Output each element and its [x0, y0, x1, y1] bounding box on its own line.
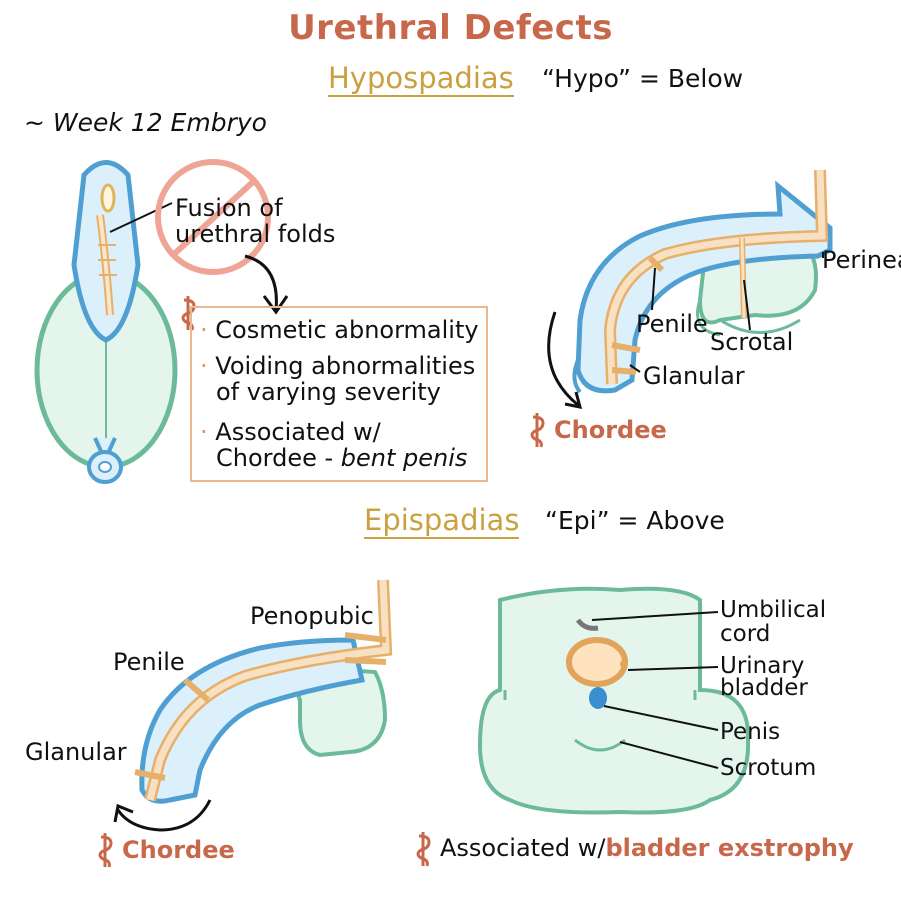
clinical-item-cosmetic: · Cosmetic abnormality	[200, 316, 479, 344]
clinical-box	[190, 306, 488, 482]
fusion-label-line1: Fusion of	[175, 194, 283, 222]
clinical-item-voiding: · Voiding abnormalities	[200, 352, 476, 380]
no-symbol-icon	[155, 159, 271, 275]
epispadias-penis-illustration	[134, 579, 393, 804]
hypo-label-penile: Penile	[636, 310, 708, 338]
hypospadias-heading: Hypospadias	[328, 61, 514, 97]
clinical-item-chordee: Chordee - bent penis	[216, 444, 468, 472]
epi-chordee-label: Chordee	[122, 836, 235, 864]
hypospadias-meaning: “Hypo” = Below	[542, 64, 744, 93]
label-penis: Penis	[720, 719, 781, 745]
epi-chordee-symbol-icon	[98, 833, 113, 868]
label-bladder-line1: Urinary	[720, 653, 805, 679]
hypo-label-perineal: Perineal	[822, 246, 901, 274]
clinical-item-voiding-cont: of varying severity	[216, 378, 441, 406]
clinical-symbol-icon	[181, 296, 196, 331]
hypo-chordee-arrow-icon	[547, 311, 583, 409]
embryo-illustration	[34, 160, 178, 484]
fusion-label-line2: urethral folds	[175, 220, 336, 248]
label-bladder-line2: bladder	[720, 675, 808, 701]
label-umbilical-line1: Umbilical	[720, 597, 827, 623]
page-title: Urethral Defects	[288, 8, 613, 48]
label-umbilical-line2: cord	[720, 621, 771, 647]
arrow-icon	[244, 254, 289, 315]
exstrophy-association: Associated w/bladder exstrophy	[440, 834, 854, 862]
hypo-label-scrotal: Scrotal	[710, 328, 794, 356]
exstrophy-symbol-icon	[416, 832, 431, 867]
epi-chordee-arrow-icon	[113, 799, 212, 832]
bladder-exstrophy-text: bladder exstrophy	[605, 834, 854, 862]
epi-label-glanular: Glanular	[25, 738, 127, 766]
hypo-chordee-label: Chordee	[554, 416, 667, 444]
hypospadias-penis-illustration	[572, 169, 833, 394]
bladder-exstrophy-illustration	[477, 586, 751, 815]
epi-label-penopubic: Penopubic	[250, 602, 374, 630]
clinical-item-associated: · Associated w/	[200, 418, 381, 446]
hypo-label-glanular: Glanular	[643, 362, 745, 390]
label-scrotum: Scrotum	[720, 755, 817, 781]
epispadias-heading: Epispadias	[364, 503, 520, 539]
embryo-label: ~ Week 12 Embryo	[24, 108, 267, 137]
hypo-chordee-symbol-icon	[530, 413, 545, 448]
bent-penis-text: bent penis	[340, 444, 468, 472]
epi-label-penile: Penile	[113, 648, 185, 676]
epispadias-meaning: “Epi” = Above	[545, 506, 725, 535]
